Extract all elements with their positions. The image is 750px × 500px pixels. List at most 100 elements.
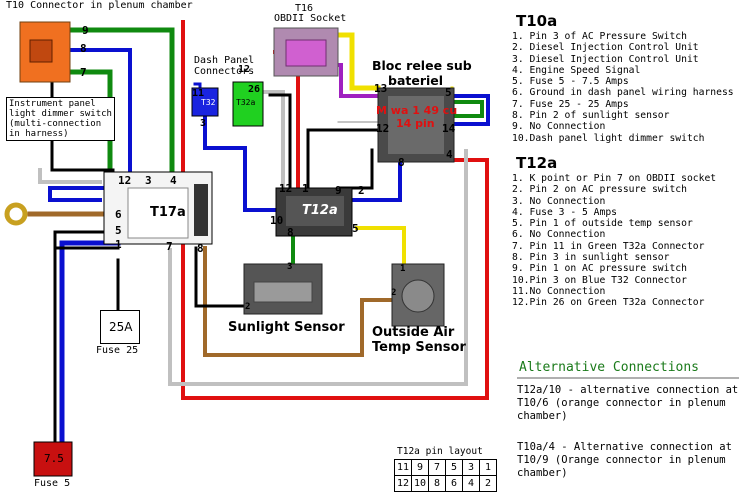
bloc-relay-face xyxy=(388,96,444,154)
sunlight-pin-3: 3 xyxy=(287,262,293,272)
alternative-text-2: T10a/4 - Alternative connection at T10/9… xyxy=(517,441,732,479)
t12a-pin-12: 12 xyxy=(279,182,293,195)
bloc-relay-label: Bloc relee sub bateriel xyxy=(372,58,472,88)
pin-layout-table: 11 9 7 5 3 1 12 10 8 6 4 2 xyxy=(394,459,497,492)
t10-pin-8: 8 xyxy=(80,42,87,55)
instrument-panel-note: Instrument panel light dimmer switch (mu… xyxy=(6,97,115,141)
t17a-label: T17a xyxy=(150,205,186,220)
dash-panel-connectors-label: Dash Panel Connectors xyxy=(194,55,255,77)
t12a-label: T12a xyxy=(302,203,338,218)
t17a-pin-5: 5 xyxy=(115,224,122,237)
obdii-socket-inner xyxy=(285,39,327,67)
legend-t12a-item: 5. Pin 1 of outside temp sensor xyxy=(512,218,693,230)
outside-temp-sensor-body xyxy=(391,263,445,327)
legend-t12a-item: 12.Pin 26 on Green T32a Connector xyxy=(512,297,705,309)
legend-t12a-item: 4. Fuse 3 - 5 Amps xyxy=(512,206,617,218)
outside-temp-sensor-knob xyxy=(401,279,435,313)
pin-layout-row-2: 12 10 8 6 4 2 xyxy=(394,475,497,492)
wire-blue-t17a-left xyxy=(48,186,127,202)
wire-black-fuse5 xyxy=(53,246,120,447)
dash-t32-pin-3: 3 xyxy=(200,118,207,129)
pin-cell: 6 xyxy=(445,475,463,492)
pin-cell: 12 xyxy=(394,475,412,492)
alternative-divider xyxy=(517,377,739,379)
fuse25-label: Fuse 25 xyxy=(96,345,139,356)
t12a-pin-1: 1 xyxy=(302,182,309,195)
t17a-pin-3: 3 xyxy=(145,174,152,187)
t17a-pin-7: 7 xyxy=(166,240,173,253)
wire-blue-t10-pin8 xyxy=(66,48,132,180)
legend-t10a-item: 2. Diesel Injection Control Unit xyxy=(512,42,699,54)
wire-black-t12a1 xyxy=(306,128,382,192)
t17a-connector-edge xyxy=(194,184,208,236)
wire-black-t32a xyxy=(268,93,292,192)
bloc-relay-red-note: M wa 1 49 cu 14 pin xyxy=(376,104,458,130)
legend-t10a-title: T10a xyxy=(516,12,558,30)
pin-cell: 8 xyxy=(428,475,446,492)
bloc-pin-13: 13 xyxy=(374,82,388,95)
wire-blue-t12a2 xyxy=(348,160,402,202)
t32a-connector-body xyxy=(232,81,264,127)
legend-t12a-item: 7. Pin 11 in Green T32a Connector xyxy=(512,240,705,252)
legend-t10a-item: 9. No Connection xyxy=(512,121,606,133)
wire-brown-sunlight xyxy=(203,246,394,357)
legend-t12a-item: 1. K point or Pin 7 on OBDII socket xyxy=(512,172,717,184)
legend-t12a-item: 10.Pin 3 on Blue T32 Connector xyxy=(512,274,687,286)
legend-t10a-item: 10.Dash panel light dimmer switch xyxy=(512,132,705,144)
pin-layout-row-1: 11 9 7 5 3 1 xyxy=(394,459,497,476)
legend-t12a-title: T12a xyxy=(516,153,558,172)
fuse5-body xyxy=(33,441,73,477)
bloc-pin-14: 14 xyxy=(442,122,456,135)
sunlight-sensor-label: Sunlight Sensor xyxy=(228,320,345,335)
legend-t10a-item: 4. Engine Speed Signal xyxy=(512,64,641,76)
t16-label: T16 xyxy=(295,3,314,14)
pin-cell: 2 xyxy=(479,475,497,492)
bloc-pin-8: 8 xyxy=(398,156,405,169)
dash-t32-pin-11: 11 xyxy=(192,88,205,99)
t12a-pin-9: 9 xyxy=(335,184,342,197)
wire-yellow-t12a xyxy=(355,226,406,270)
dash-t32a-pin-26: 26 xyxy=(248,84,261,95)
sunlight-sensor-window xyxy=(253,281,313,303)
t17a-connector-inner xyxy=(127,187,189,239)
t10-pin-9: 9 xyxy=(82,24,89,37)
bloc-pin-12: 12 xyxy=(376,122,390,135)
sunlight-pin-2: 2 xyxy=(245,302,251,312)
ground-ring-icon xyxy=(4,202,28,226)
pin-cell: 10 xyxy=(411,475,429,492)
dash-t32a-pin-12: 12 xyxy=(238,64,251,75)
legend-t10a-item: 7. Fuse 25 - 25 Amps xyxy=(512,98,629,110)
pin-cell: 1 xyxy=(479,459,497,476)
t17a-pin-8: 8 xyxy=(197,242,204,255)
fuse5-label: Fuse 5 xyxy=(34,478,71,489)
fuse25-box xyxy=(100,310,140,344)
t17a-pin-6: 6 xyxy=(115,208,122,221)
legend-t12a-item: 9. Pin 1 on AC pressure switch xyxy=(512,263,687,275)
t17a-pin-4: 4 xyxy=(170,174,177,187)
alternative-text-1: T12a/10 - alternative connection at T10/… xyxy=(517,384,739,422)
legend-t10a-item: 1. Pin 3 of AC Pressure Switch xyxy=(512,31,687,42)
obdii-socket-label: OBDII Socket xyxy=(274,13,347,24)
fuse5-value: 7.5 xyxy=(44,452,64,465)
wire-grey-t10 xyxy=(38,168,102,184)
legend-t10a-item: 8. Pin 2 of sunlight sensor xyxy=(512,110,670,122)
dash-t32a-label: T32a xyxy=(236,98,256,107)
t10-connector-slot xyxy=(29,39,53,63)
wire-green-bloc-loop xyxy=(450,100,484,118)
t10-pin-7: 7 xyxy=(80,66,87,79)
dash-t32-label: T32 xyxy=(201,98,216,107)
legend-t12a-item: 3. No Connection xyxy=(512,195,606,207)
wire-grey-loop xyxy=(168,149,468,386)
legend-t12a-item: 6. No Connection xyxy=(512,229,606,241)
pin-cell: 9 xyxy=(411,459,429,476)
wire-green-t10-t17a xyxy=(69,27,175,181)
wire-grey-t32a xyxy=(260,90,285,192)
legend-t10a-item: 3. Diesel Injection Control Unit xyxy=(512,53,699,65)
t12a-pin-5: 5 xyxy=(352,222,359,235)
outside-pin-2: 2 xyxy=(391,288,397,298)
fuse25-value: 25A xyxy=(109,320,133,334)
